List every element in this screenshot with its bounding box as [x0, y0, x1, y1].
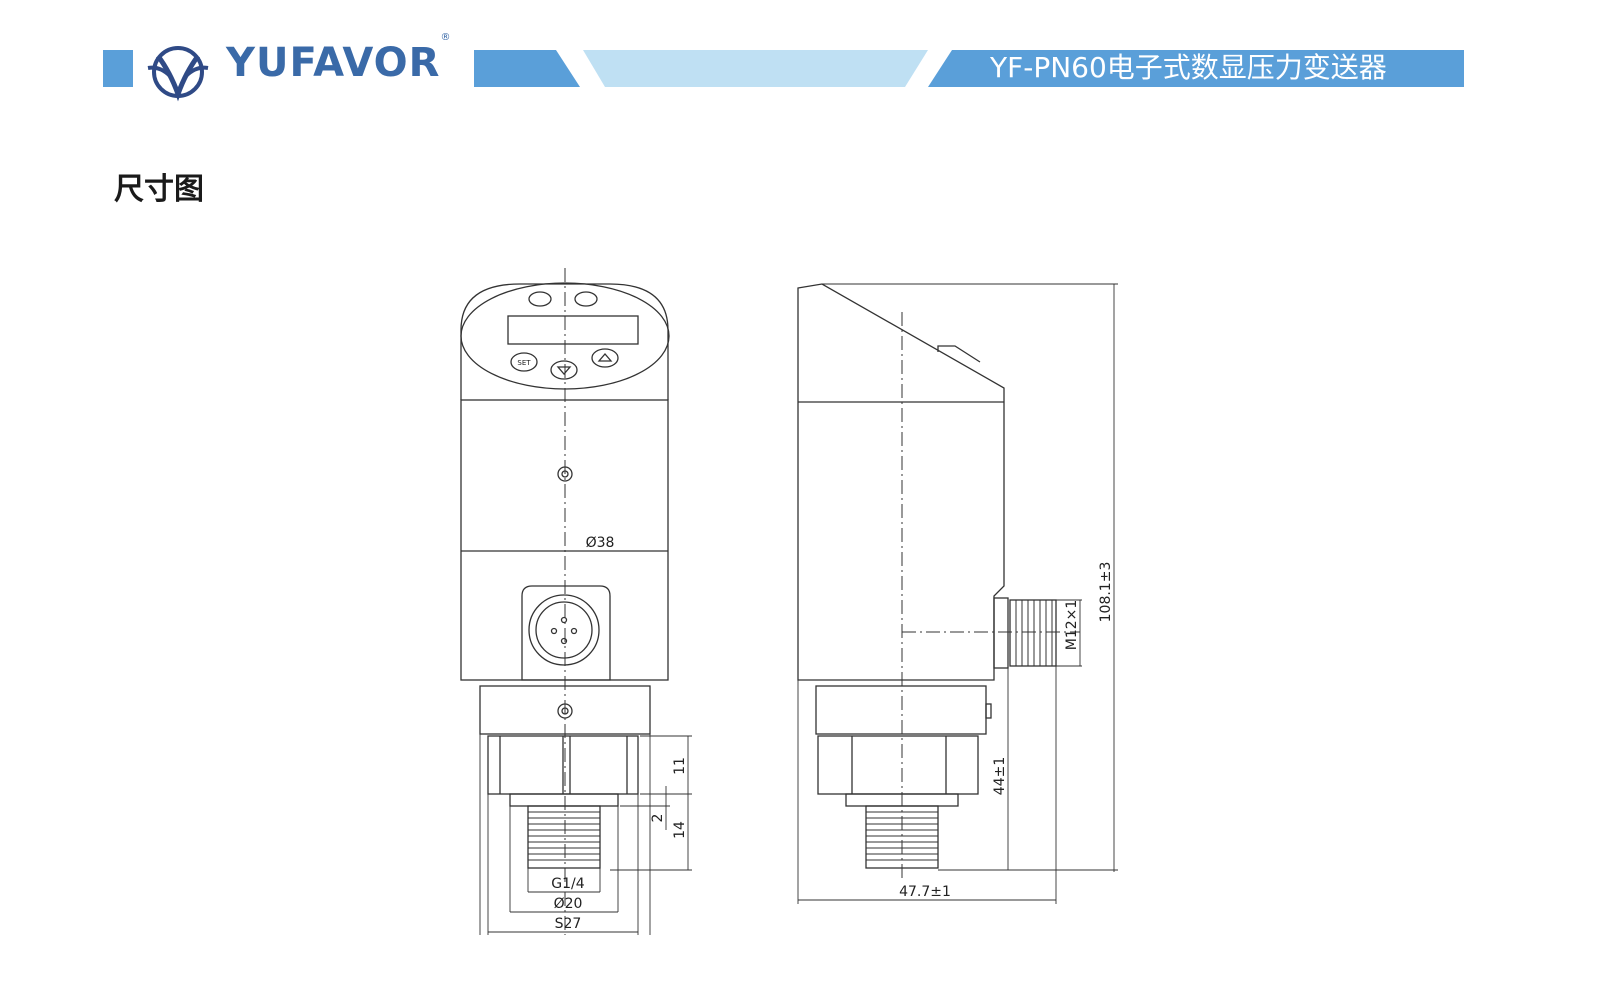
front-thread-lines	[528, 811, 600, 861]
brand-logo-icon	[140, 42, 216, 106]
banner-title-block	[928, 50, 1464, 87]
front-undercut	[509, 793, 619, 807]
up-button	[591, 348, 619, 368]
set-button-label[interactable]: SET	[517, 359, 531, 367]
front-head-outline	[460, 283, 669, 400]
hex-height-label: 11	[672, 757, 688, 775]
side-connector-threads	[1015, 600, 1053, 666]
connector-inner-ring	[535, 601, 593, 659]
display-window	[507, 315, 639, 345]
diameter-label: Ø38	[586, 535, 615, 551]
depth-label: 47.7±1	[899, 884, 951, 900]
connector-label: M12×1	[1064, 600, 1080, 651]
connector-boss	[521, 585, 611, 681]
side-collar	[815, 685, 987, 735]
side-connector-base	[993, 597, 1009, 669]
banner-graphic	[103, 50, 1464, 87]
thread-length-label: 14	[672, 821, 688, 839]
connector-outer-ring	[528, 594, 600, 666]
side-vertical-dims	[822, 283, 1118, 872]
front-collar	[479, 685, 651, 735]
side-connector	[1009, 599, 1057, 667]
banner-light-stripe	[583, 50, 928, 87]
set-button	[510, 352, 538, 372]
indicator-led-left	[528, 291, 552, 307]
side-hex	[817, 735, 979, 795]
front-horizontal-dims	[479, 734, 651, 935]
section-title: 尺寸图	[114, 172, 204, 207]
front-screw-lower-inner	[561, 707, 569, 715]
front-screw-upper-inner	[561, 470, 569, 478]
banner-middle-block	[474, 50, 580, 87]
up-arrow-icon	[597, 353, 613, 362]
total-height-label: 108.1±3	[1098, 562, 1114, 623]
front-screw-upper	[557, 466, 573, 482]
side-collar-screw	[985, 703, 992, 719]
side-thread	[865, 805, 939, 869]
banner-left-block	[103, 50, 133, 87]
side-view: M12×1 108.1±3 44±1 47.7±	[797, 283, 1118, 904]
side-housing	[797, 283, 1005, 681]
connector-pin-3	[570, 627, 578, 635]
front-vertical-dims	[610, 735, 692, 871]
down-button	[550, 360, 578, 380]
side-button-bump	[937, 345, 981, 363]
connector-pin-4	[560, 637, 568, 645]
brand-name-text: YUFAVOR	[226, 40, 441, 86]
front-view: SET Ø38	[460, 268, 692, 935]
brand-name: YUFAVOR®	[226, 32, 451, 86]
side-thread-lines	[866, 811, 938, 861]
down-arrow-icon	[556, 366, 572, 375]
brand-registered-mark: ®	[440, 31, 452, 43]
side-depth-dim	[797, 666, 1057, 904]
header-banner: YUFAVOR® YF-PN60电子式数显压力变送器	[0, 0, 1600, 110]
front-thread	[527, 805, 601, 869]
thread-diameter-label: Ø20	[554, 896, 583, 912]
connector-pin-2	[550, 627, 558, 635]
hex-size-label: S27	[555, 916, 582, 932]
indicator-led-right	[574, 291, 598, 307]
connector-pin-1	[560, 616, 568, 624]
front-screw-lower	[557, 703, 573, 719]
product-title: YF-PN60电子式数显压力变送器	[990, 51, 1387, 84]
gap-label: 2	[650, 814, 666, 823]
connector-height-label: 44±1	[992, 757, 1008, 795]
thread-label: G1/4	[551, 876, 584, 892]
front-display-face	[460, 282, 670, 390]
